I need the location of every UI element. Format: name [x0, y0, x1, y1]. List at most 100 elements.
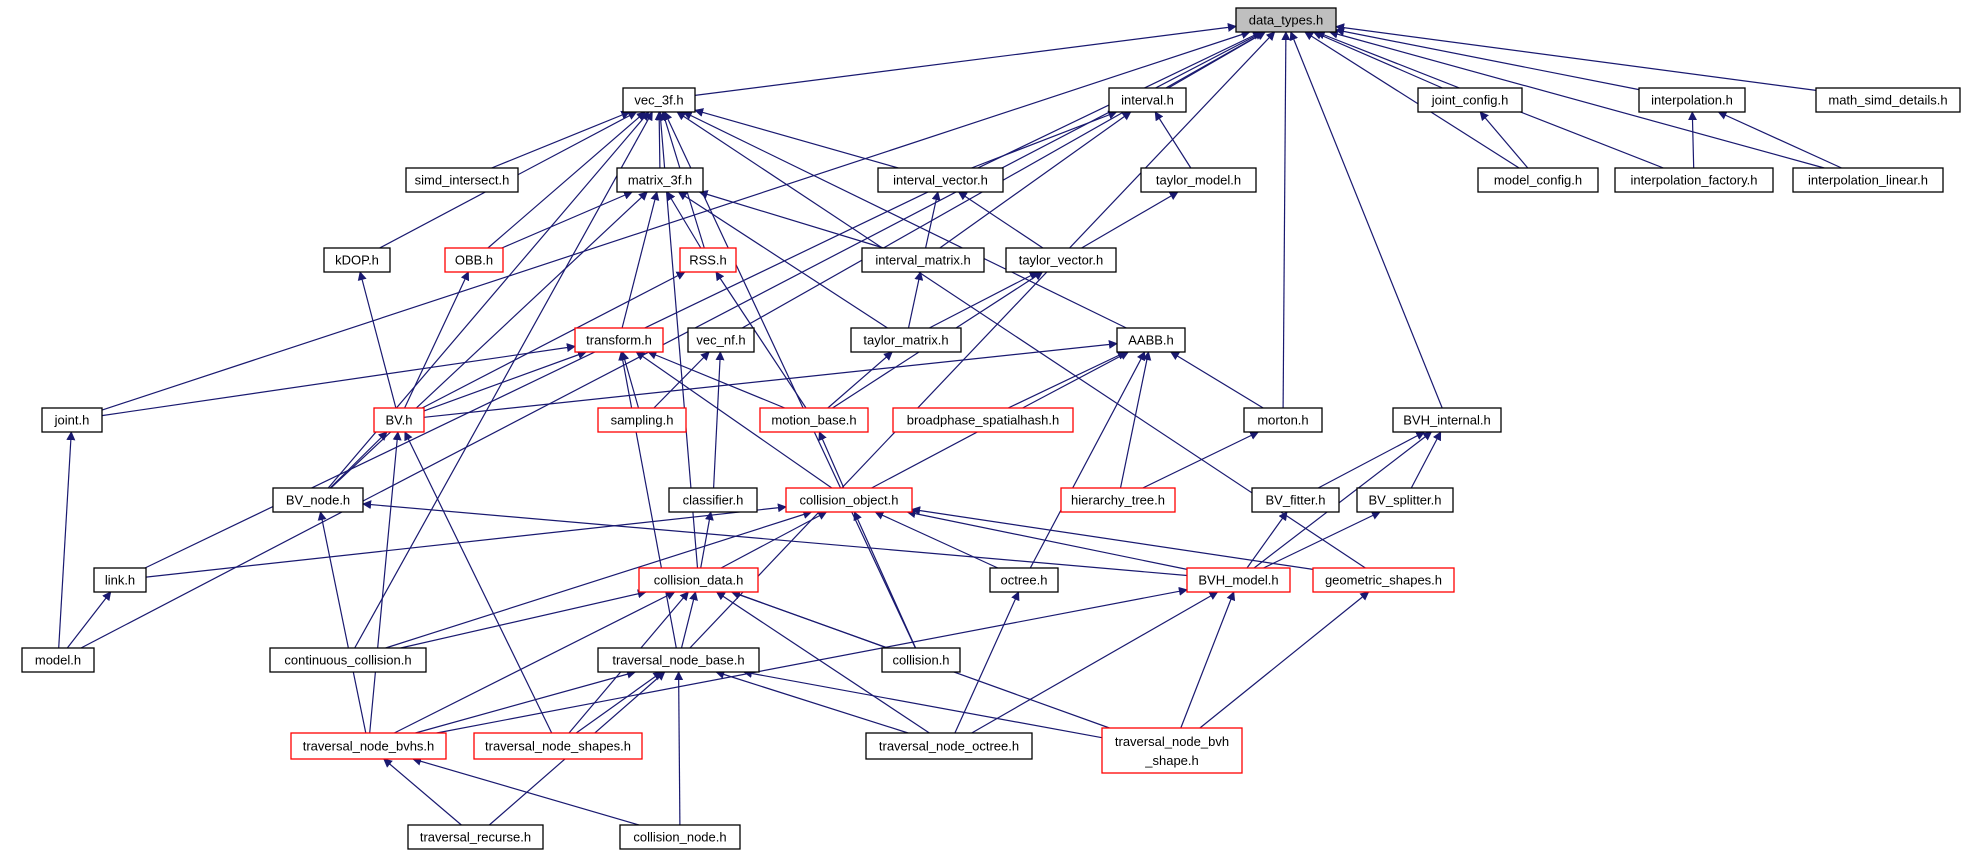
- node-box: [1235, 7, 1337, 33]
- node-label: interpolation_factory.h: [1631, 173, 1758, 188]
- node-taylor-matrix[interactable]: taylor_matrix.h: [850, 327, 962, 353]
- node-box: [1243, 407, 1323, 433]
- edge-motion_base-to-transform: [647, 350, 786, 409]
- node-label: collision_data.h: [654, 573, 744, 588]
- node-sampling[interactable]: sampling.h: [597, 407, 687, 433]
- node-broadphase-spatialhash[interactable]: broadphase_spatialhash.h: [892, 407, 1074, 433]
- edge-taylor_matrix-to-matrix_3f: [677, 191, 888, 329]
- node-transform[interactable]: transform.h: [574, 327, 664, 353]
- edge-traversal_node_bvhs-to-BVH_model: [436, 586, 1188, 734]
- edge-geometric_shapes-to-collision_object: [911, 506, 1314, 570]
- node-kDOP[interactable]: kDOP.h: [323, 247, 391, 273]
- edge-link-to-collision_object: [145, 503, 787, 578]
- node-hierarchy-tree[interactable]: hierarchy_tree.h: [1060, 487, 1176, 513]
- node-interval[interactable]: interval.h: [1108, 87, 1187, 113]
- edge-motion_base-to-taylor_matrix: [827, 351, 893, 409]
- node-taylor-vector[interactable]: taylor_vector.h: [1005, 247, 1117, 273]
- node-box: [1477, 167, 1599, 193]
- edge-model_config-to-joint_config: [1479, 111, 1529, 169]
- node-vec-3f[interactable]: vec_3f.h: [622, 87, 696, 113]
- node-AABB[interactable]: AABB.h: [1116, 327, 1186, 353]
- node-box: [865, 732, 1033, 760]
- node-label: taylor_vector.h: [1019, 253, 1104, 268]
- node-collision-object[interactable]: collision_object.h: [785, 487, 913, 513]
- edge-traversal_node_bvhs-to-traversal_node_base: [415, 669, 637, 734]
- node-traversal-node-shapes[interactable]: traversal_node_shapes.h: [473, 732, 643, 760]
- node-interval-vector[interactable]: interval_vector.h: [877, 167, 1004, 193]
- node-classifier[interactable]: classifier.h: [668, 487, 758, 513]
- node-collision[interactable]: collision.h: [881, 647, 961, 673]
- edge-interval_vector-to-interval: [971, 110, 1118, 169]
- node-collision-node[interactable]: collision_node.h: [619, 824, 741, 850]
- node-BV-node[interactable]: BV_node.h: [272, 487, 364, 513]
- node-BVH-internal[interactable]: BVH_internal.h: [1392, 407, 1502, 433]
- node-taylor-model[interactable]: taylor_model.h: [1140, 167, 1257, 193]
- node-label: OBB.h: [455, 253, 493, 268]
- node-vec-nf[interactable]: vec_nf.h: [687, 327, 755, 353]
- edge-RSS-to-matrix_3f: [666, 191, 702, 249]
- node-octree[interactable]: octree.h: [989, 567, 1059, 593]
- node-model-config[interactable]: model_config.h: [1477, 167, 1599, 193]
- edge-traversal_node_bvhs-to-BV: [369, 431, 402, 734]
- node-interval-matrix[interactable]: interval_matrix.h: [861, 247, 985, 273]
- edge-model-to-link: [66, 591, 112, 649]
- node-model[interactable]: model.h: [21, 647, 95, 673]
- edge-traversal_node_bvhs-to-collision_data: [394, 591, 676, 734]
- node-label: BV_splitter.h: [1369, 493, 1442, 508]
- edge-traversal_node_base-to-collision_data: [680, 591, 698, 649]
- node-RSS[interactable]: RSS.h: [679, 247, 737, 273]
- node-box: [407, 824, 544, 850]
- edge-classifier-to-vec_nf: [713, 351, 725, 489]
- edge-BVH_model-to-BV_fitter: [1246, 511, 1288, 569]
- node-BVH-model[interactable]: BVH_model.h: [1186, 567, 1291, 593]
- node-label: BVH_internal.h: [1403, 413, 1490, 428]
- node-interpolation-linear[interactable]: interpolation_linear.h: [1792, 167, 1944, 193]
- edge-traversal_node_bvh_shape-to-traversal_node_base: [743, 669, 1103, 739]
- node-traversal-node-octree[interactable]: traversal_node_octree.h: [865, 732, 1033, 760]
- edge-model_config-to-data_types: [1304, 31, 1520, 169]
- node-box: [41, 407, 103, 433]
- node-label: BVH_model.h: [1198, 573, 1278, 588]
- node-traversal-node-base[interactable]: traversal_node_base.h: [597, 647, 760, 673]
- node-math-simd-details[interactable]: math_simd_details.h: [1815, 87, 1961, 113]
- node-box: [290, 732, 447, 760]
- node-BV[interactable]: BV.h: [373, 407, 425, 433]
- edge-AABB-to-vec_3f: [682, 111, 1127, 329]
- edge-traversal_node_bvh_shape-to-BVH_model: [1180, 591, 1236, 729]
- node-matrix-3f[interactable]: matrix_3f.h: [616, 167, 704, 193]
- node-label: sampling.h: [611, 413, 674, 428]
- node-motion-base[interactable]: motion_base.h: [759, 407, 869, 433]
- node-label: interval_matrix.h: [875, 253, 970, 268]
- node-traversal-recurse[interactable]: traversal_recurse.h: [407, 824, 544, 850]
- edge-BV_fitter-to-BVH_internal: [1317, 431, 1426, 489]
- node-box: [881, 647, 961, 673]
- edges-layer: [58, 22, 1842, 826]
- node-box: [405, 167, 519, 193]
- node-BV-fitter[interactable]: BV_fitter.h: [1251, 487, 1340, 513]
- node-box: [323, 247, 391, 273]
- node-label: matrix_3f.h: [628, 173, 692, 188]
- node-geometric-shapes[interactable]: geometric_shapes.h: [1312, 567, 1455, 593]
- edge-joint_config-to-data_types: [1312, 31, 1443, 89]
- node-traversal-node-bvh-shape[interactable]: traversal_node_bvh_shape.h: [1101, 727, 1243, 774]
- node-BV-splitter[interactable]: BV_splitter.h: [1356, 487, 1454, 513]
- node-interpolation-factory[interactable]: interpolation_factory.h: [1614, 167, 1774, 193]
- edge-OBB-to-vec_3f: [487, 111, 646, 249]
- node-simd-intersect[interactable]: simd_intersect.h: [405, 167, 519, 193]
- node-continuous-collision[interactable]: continuous_collision.h: [269, 647, 427, 673]
- node-link[interactable]: link.h: [93, 567, 147, 593]
- node-morton[interactable]: morton.h: [1243, 407, 1323, 433]
- node-joint-config[interactable]: joint_config.h: [1417, 87, 1523, 113]
- node-label: model_config.h: [1494, 173, 1582, 188]
- node-label: data_types.h: [1249, 13, 1323, 28]
- node-collision-data[interactable]: collision_data.h: [638, 567, 759, 593]
- node-interpolation[interactable]: interpolation.h: [1638, 87, 1746, 113]
- nodes-layer: data_types.h vec_3f.h interval.h joint_conf…: [21, 7, 1961, 850]
- edge-math_simd_details-to-data_types: [1335, 23, 1817, 91]
- node-label: traversal_node_bvh: [1115, 734, 1229, 749]
- node-OBB[interactable]: OBB.h: [444, 247, 504, 273]
- node-joint[interactable]: joint.h: [41, 407, 103, 433]
- node-box: [1392, 407, 1502, 433]
- node-box: [574, 327, 664, 353]
- node-traversal-node-bvhs[interactable]: traversal_node_bvhs.h: [290, 732, 447, 760]
